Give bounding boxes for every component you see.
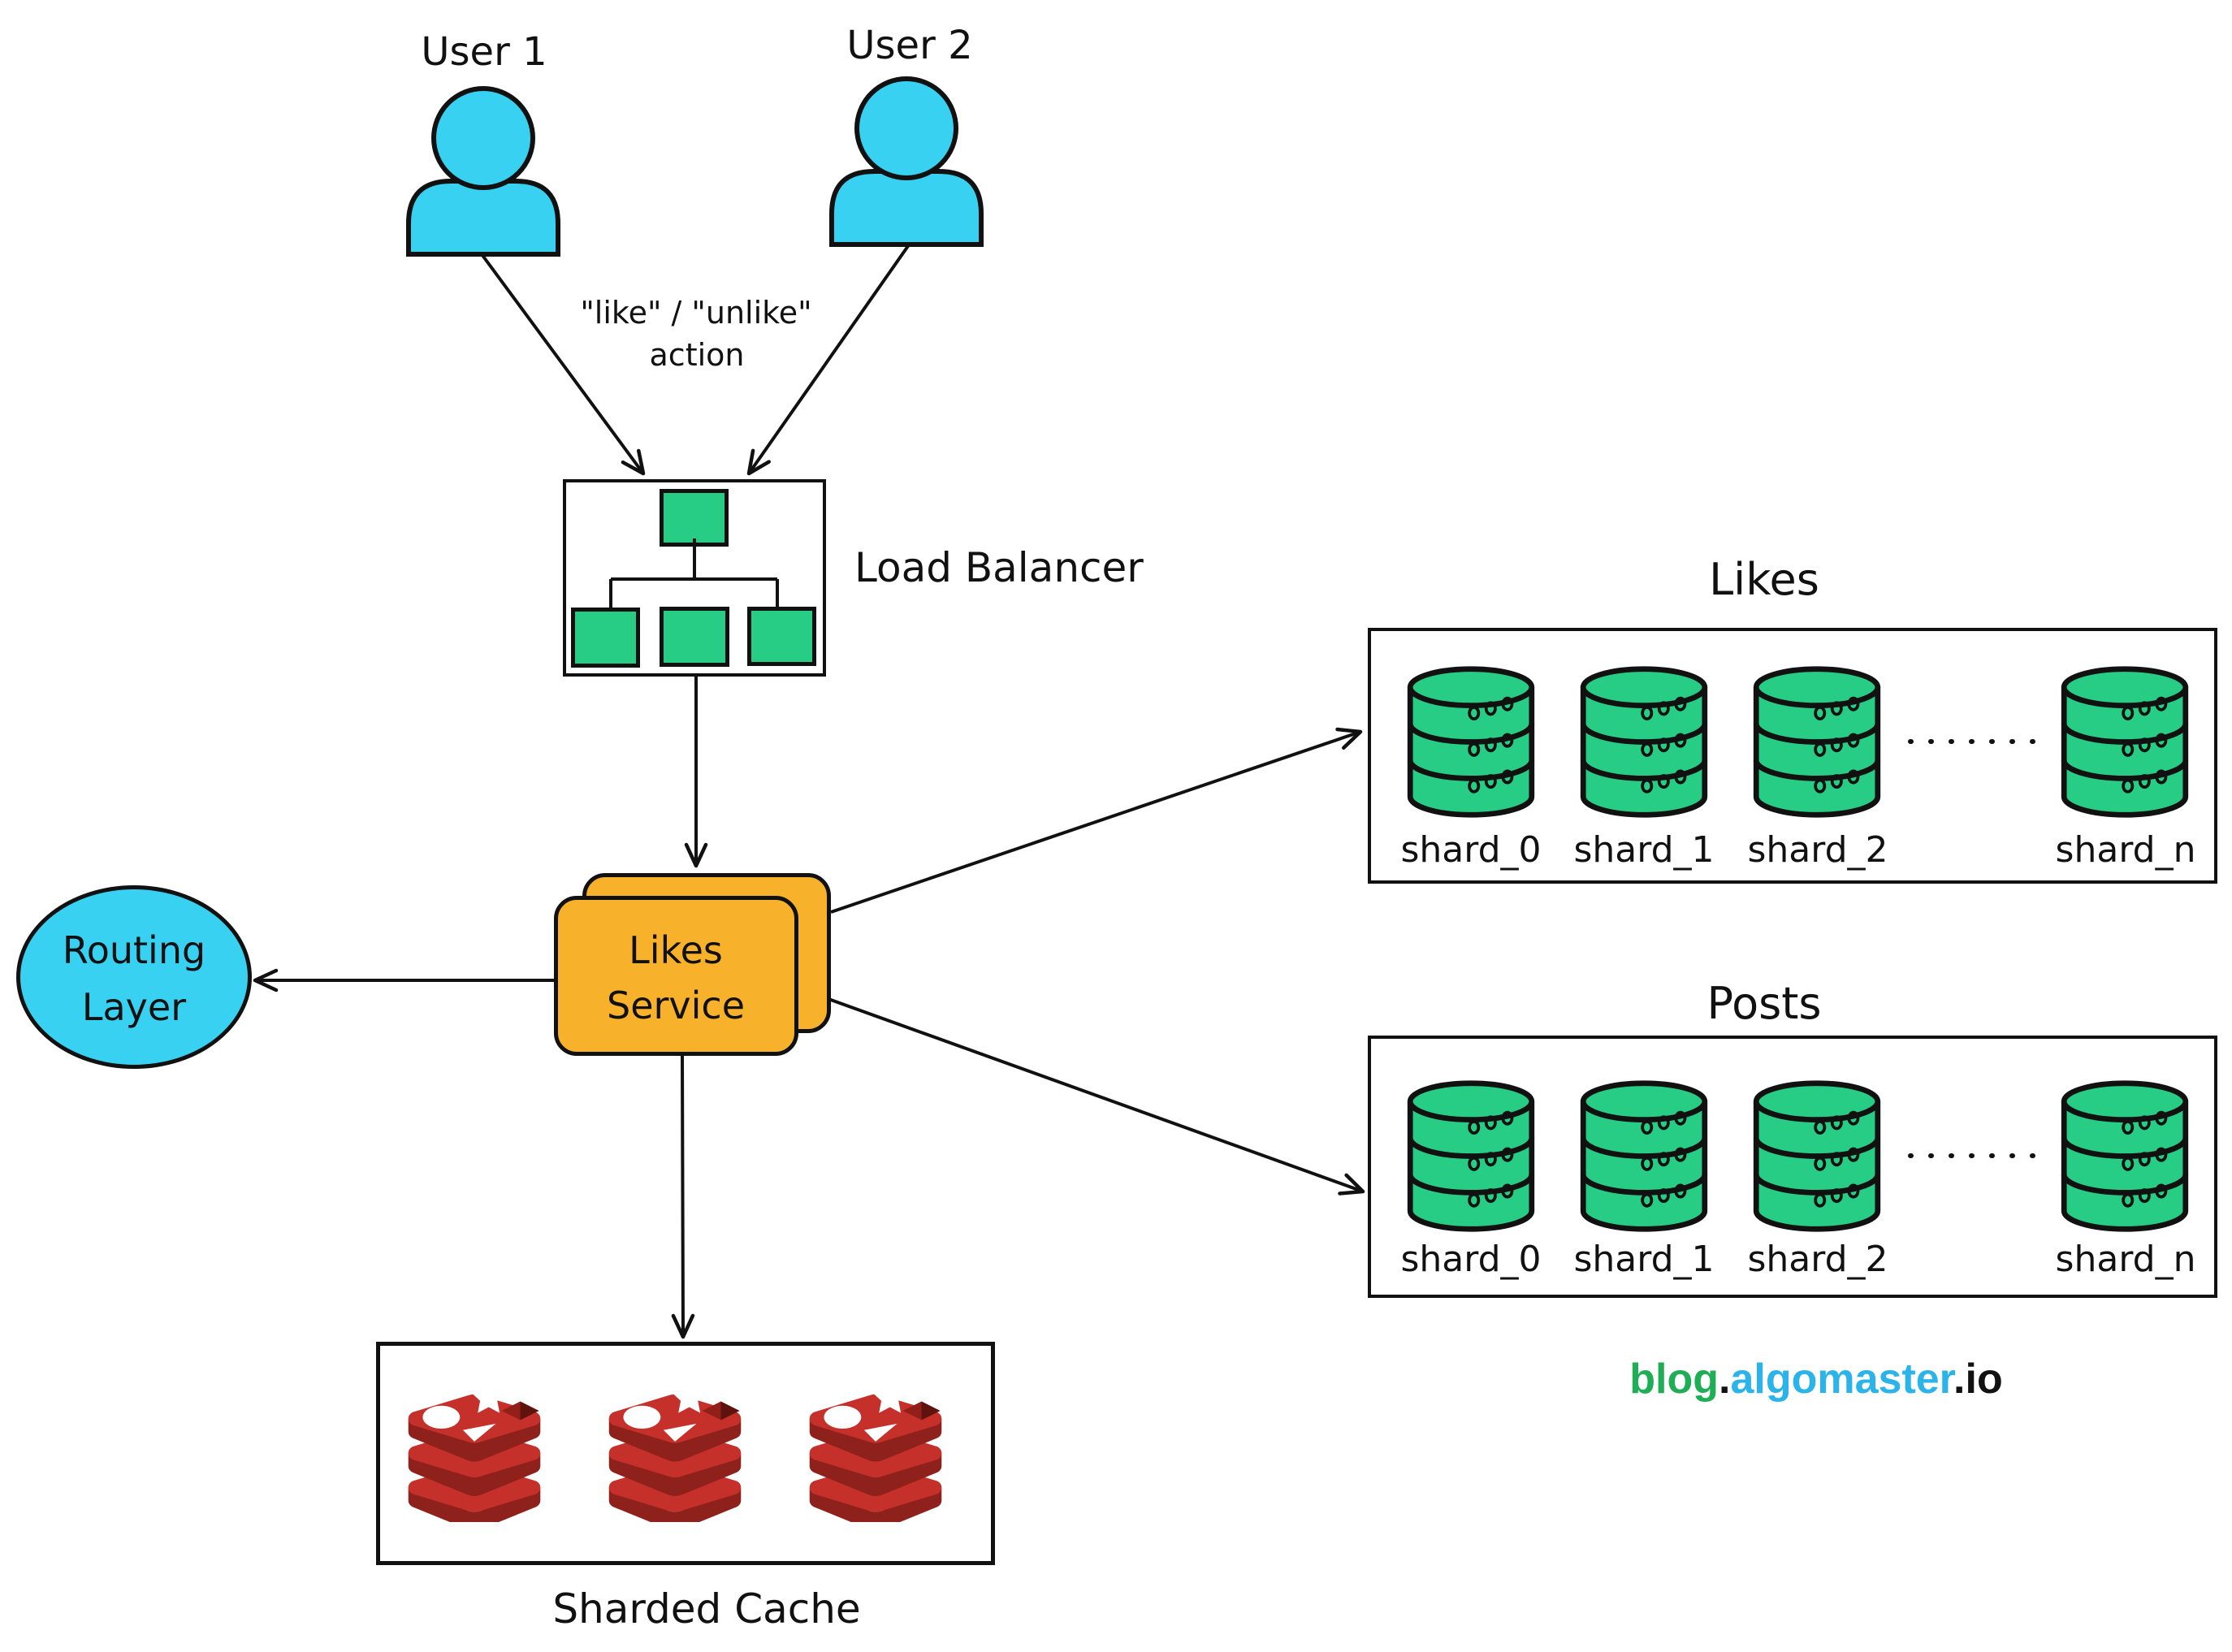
load-balancer-primary-node [660,489,729,547]
likes-service-label-line1: Likes [629,928,723,972]
sharded-cache-box [376,1342,995,1565]
likes-service-label-line2: Service [606,984,746,1027]
load-balancer-label: Load Balancer [854,544,1144,591]
routing-layer-label-line1: Routing [62,928,206,972]
likes-service-to-likes-shards-arrow [830,727,1363,914]
likes-service-front-card [554,896,798,1056]
posts-shards-title: Posts [1706,978,1822,1029]
routing-layer-ellipse [16,885,252,1069]
posts-shardn-label: shard_n [2055,1239,2196,1280]
user1-label: User 1 [421,29,547,75]
user2-label: User 2 [846,23,973,68]
likes-service-to-cache-arrow [671,1055,695,1339]
user2-icon [832,79,981,244]
like-unlike-annotation-line2: action [649,337,745,373]
user1-to-loadbalancer-arrow [480,253,646,476]
likes-service-to-posts-shards-arrow [828,997,1365,1196]
branding-io: .io [1953,1356,2003,1403]
posts-shard1-label: shard_1 [1573,1239,1715,1280]
sharded-cache-label: Sharded Cache [552,1585,861,1633]
load-balancer-node-3 [747,607,816,666]
load-balancer-node-1 [571,608,640,668]
posts-shard2-label: shard_2 [1747,1239,1888,1280]
posts-shard0-label: shard_0 [1400,1239,1542,1280]
likes-shard1-label: shard_1 [1573,829,1715,871]
branding-dot: . [1719,1356,1731,1403]
branding-blog: blog [1629,1356,1719,1403]
likes-shards-title: Likes [1709,554,1819,605]
user2-to-loadbalancer-arrow [746,242,911,476]
likes-shard0-label: shard_0 [1400,829,1542,871]
routing-layer-label-line2: Layer [81,985,187,1029]
likes-shard2-label: shard_2 [1747,829,1888,871]
like-unlike-annotation-line1: "like" / "unlike" [580,295,812,331]
likes-shardn-label: shard_n [2055,829,2196,871]
branding-wordmark: blog.algomaster.io [1629,1355,2002,1403]
branding-algomaster: algomaster [1730,1356,1954,1403]
user1-icon [409,89,558,254]
load-balancer-node-2 [660,607,729,667]
